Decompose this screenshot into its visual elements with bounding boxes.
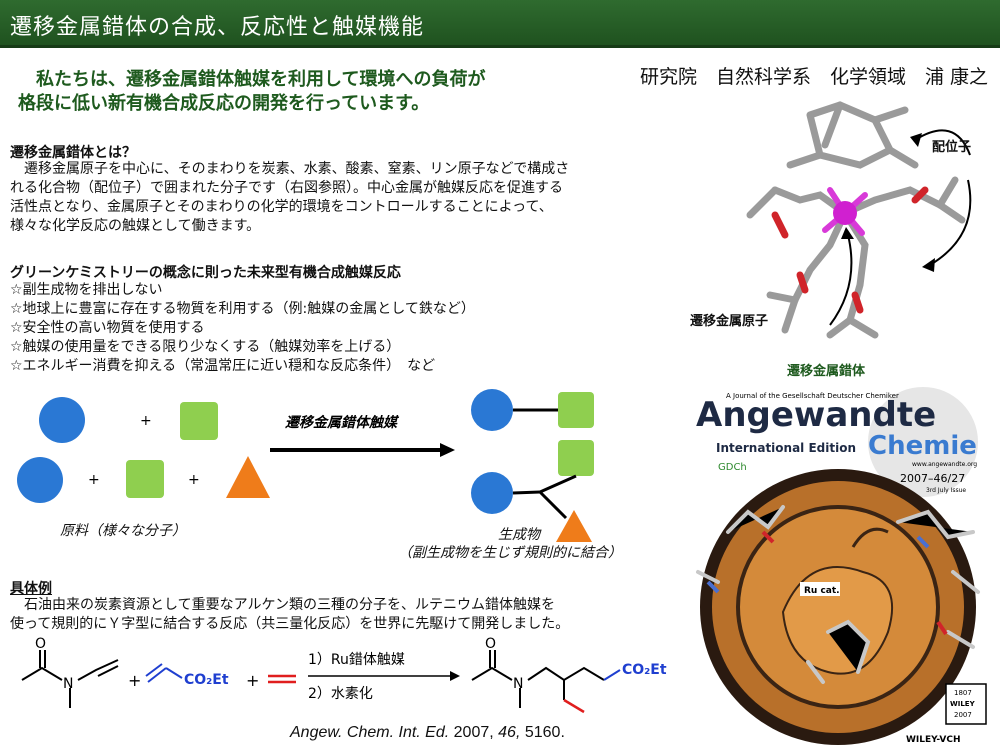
cover-art: A Journal of the Gesellschaft Deutscher … [696, 387, 987, 745]
journal-cover: A Journal of the Gesellschaft Deutscher … [688, 382, 993, 747]
condition-2: 2）水素化 [308, 686, 373, 702]
co2et-label: CO₂Et [184, 672, 229, 688]
co2et-label: CO₂Et [622, 662, 667, 678]
reactant-circle [39, 397, 85, 443]
product-circle [471, 472, 513, 514]
amide-n-label: N [63, 676, 73, 692]
cover-tagline: A Journal of the Gesellschaft Deutscher … [726, 392, 899, 400]
vinylacetamide-structure [21, 650, 119, 708]
reaction-arrow-head [450, 671, 460, 681]
cover-publisher: WILEY-VCH [906, 735, 961, 745]
product-label: 生成物 [498, 527, 540, 543]
cover-title-1: Angewandte [696, 395, 936, 435]
ethyl-acrylate-structure [145, 663, 183, 683]
section3-line: 使って規則的にＹ字型に結合する反応（共三量化反応）を世界に先駆けて開発しました。 [10, 616, 570, 632]
section1-line: 様々な化学反応の触媒として働きます。 [10, 218, 261, 234]
section1-line: れる化合物（配位子）で囲まれた分子です（右図参照）。中心金属が触媒反応を促進する [10, 180, 563, 196]
complex-structure-figure [746, 101, 972, 339]
plus-sign: + [88, 472, 100, 488]
lead-text: 私たちは、遷移金属錯体触媒を利用して環境への負荷が 格段に低い新有機合成反応の開… [18, 68, 548, 116]
bullet-item: ☆地球上に豊富に存在する物質を利用する（例:触媒の金属として鉄など） [10, 301, 475, 317]
cover-edition: International Edition [716, 441, 856, 455]
reactant-triangle [226, 456, 270, 498]
title-bar: 遷移金属錯体の合成、反応性と触媒機能 [0, 0, 1000, 48]
cover-gdch: GDCh [718, 462, 747, 473]
ru-cat-label: Ru cat. [804, 586, 840, 596]
cover-url: www.angewandte.org [912, 461, 977, 468]
section1-heading: 遷移金属錯体とは？ [10, 145, 136, 161]
ref-journal: Angew. Chem. Int. Ed. [290, 724, 450, 741]
section1-line: 遷移金属原子を中心に、そのまわりを炭素、水素、酸素、窒素、リン原子などで構成さ [10, 161, 570, 177]
product-triangle [556, 510, 592, 542]
bullet-item: ☆安全性の高い物質を使用する [10, 320, 205, 336]
section2-heading: グリーンケミストリーの概念に則った未来型有機合成触媒反応 [10, 265, 401, 281]
section3-line: 石油由来の炭素資源として重要なアルケン類の三種の分子を、ルテニウム錯体触媒を [10, 597, 556, 613]
amide-n-label: N [513, 676, 523, 692]
ref-page: 5160. [524, 724, 565, 741]
plus-sign: + [140, 413, 152, 429]
bond-line [539, 474, 577, 494]
product-circle [471, 389, 513, 431]
seal-line-1: 1807 [954, 689, 972, 697]
arrow-label: 遷移金属錯体触媒 [285, 414, 400, 431]
reaction-scheme: O N + CO₂Et + 1）Ru錯体触媒 2）水素化 O N CO₂Et [21, 636, 667, 714]
raw-material-label: 原料（様々な分子） [60, 523, 186, 539]
complex-caption: 遷移金属錯体 [787, 364, 866, 379]
carbonyl-o-label: O [485, 636, 496, 652]
product-square [558, 392, 594, 428]
plus-sign: + [246, 671, 259, 690]
product-ethyl-bond [563, 698, 585, 714]
reactant-circle [17, 457, 63, 503]
bullet-item: ☆触媒の使用量をできる限り少なくする（触媒効率を上げる） [10, 339, 401, 355]
section3-body: 石油由来の炭素資源として重要なアルケン類の三種の分子を、ルテニウム錯体触媒を 使… [10, 596, 690, 634]
bond-line [512, 490, 541, 495]
bullet-item: ☆エネルギー消費を抑える（常温常圧に近い穏和な反応条件） など [10, 358, 436, 374]
reactant-square [126, 460, 164, 498]
section1-body: 遷移金属原子を中心に、そのまわりを炭素、水素、酸素、窒素、リン原子などで構成さ … [10, 160, 690, 236]
ligand-label: 配位子 [932, 140, 972, 155]
cover-date: 3rd July Issue [926, 487, 966, 494]
ethylene-structure [268, 674, 296, 684]
plus-sign: + [128, 671, 141, 690]
section3-heading: 具体例 [10, 581, 52, 597]
metal-arrow [829, 234, 853, 326]
lead-line-1: 私たちは、遷移金属錯体触媒を利用して環境への負荷が [36, 69, 486, 90]
seal-line-3: 2007 [954, 711, 972, 719]
plus-sign: + [188, 472, 200, 488]
product-sublabel: （副生成物を生じず規則的に結合） [398, 545, 622, 561]
carbonyl-o-label: O [35, 636, 46, 652]
product-square [558, 440, 594, 476]
reaction-arrow-head [440, 443, 455, 457]
cover-issue: 2007–46/27 [900, 472, 965, 485]
reference: Angew. Chem. Int. Ed. 2007, 46, 5160. [290, 724, 565, 742]
ref-volume: 46, [498, 724, 521, 741]
bullet-item: ☆副生成物を排出しない [10, 282, 163, 298]
condition-1: 1）Ru錯体触媒 [308, 652, 405, 668]
metal-atom-label: 遷移金属原子 [690, 314, 769, 329]
ligand-arrow [929, 179, 972, 266]
concept-scheme: + + + 遷移金属錯体触媒 [17, 389, 594, 542]
lead-line-2: 格段に低い新有機合成反応の開発を行っています。 [18, 93, 430, 114]
product-ester-bond [603, 669, 621, 681]
cover-title-2: Chemie [868, 431, 977, 461]
ligand-arrow [914, 129, 971, 156]
author: 研究院 自然科学系 化学領域 浦 康之 [639, 66, 988, 88]
metal-atom [833, 201, 857, 225]
ref-year: 2007, [453, 724, 494, 741]
section1-line: 活性点となり、金属原子とそのまわりの化学的環境をコントロールすることによって、 [10, 199, 553, 215]
bond-line [538, 490, 568, 520]
product-structure [471, 650, 605, 708]
seal-line-2: WILEY [950, 700, 976, 708]
reactant-square [180, 402, 218, 440]
section2-bullets: ☆副生成物を排出しない ☆地球上に豊富に存在する物質を利用する（例:触媒の金属と… [10, 281, 475, 376]
page-title: 遷移金属錯体の合成、反応性と触媒機能 [10, 15, 425, 40]
